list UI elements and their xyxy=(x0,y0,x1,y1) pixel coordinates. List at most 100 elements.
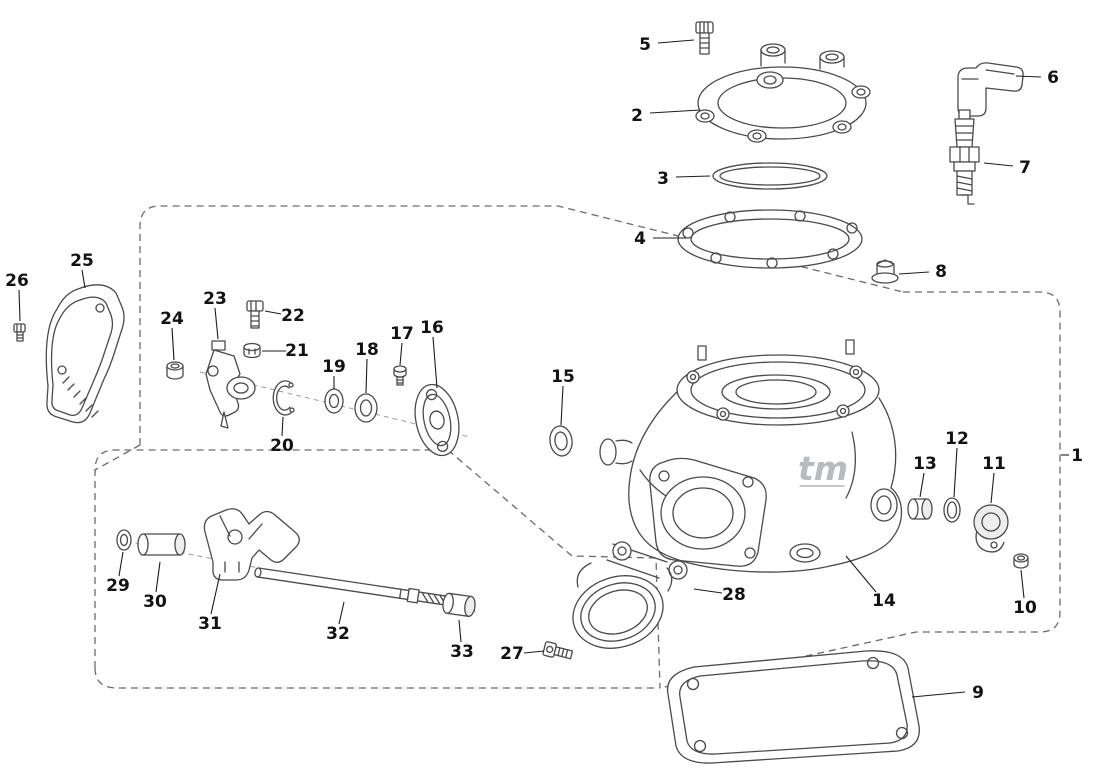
part-label-5: 5 xyxy=(639,35,695,55)
part-label-32: 32 xyxy=(326,601,350,644)
part-24-nut xyxy=(166,361,184,380)
part-number-5: 5 xyxy=(639,35,651,55)
part-number-2: 2 xyxy=(631,106,643,126)
part-label-23: 23 xyxy=(203,289,227,340)
leader-line-23 xyxy=(214,307,219,340)
part-5-bolt xyxy=(695,21,714,55)
part-9-base-gasket xyxy=(666,650,920,764)
part-label-6: 6 xyxy=(1015,68,1059,88)
part-22-bolt xyxy=(246,300,264,329)
part-label-15: 15 xyxy=(551,367,575,426)
part-20-circlip xyxy=(272,380,295,416)
part-label-28: 28 xyxy=(693,585,746,605)
part-31-valve-bracket xyxy=(203,508,300,581)
part-label-3: 3 xyxy=(657,169,711,189)
part-14-cylinder: tm xyxy=(599,339,903,582)
part-label-1: 1 xyxy=(1061,446,1083,466)
part-label-17: 17 xyxy=(390,324,414,366)
part-number-31: 31 xyxy=(198,614,222,634)
part-label-2: 2 xyxy=(631,106,701,126)
part-8-flange-nut xyxy=(871,259,899,284)
part-label-25: 25 xyxy=(70,251,94,289)
part-label-22: 22 xyxy=(264,306,305,326)
part-number-28: 28 xyxy=(722,585,746,605)
part-label-9: 9 xyxy=(911,683,984,703)
part-number-15: 15 xyxy=(551,367,575,387)
part-27-bolt xyxy=(542,641,574,660)
part-23-valve-lever xyxy=(205,340,256,429)
part-label-26: 26 xyxy=(5,271,29,322)
part-28-exhaust-flange xyxy=(572,541,688,649)
part-17-screw xyxy=(393,365,407,386)
part-25-side-cover xyxy=(45,284,125,424)
part-4-head-gasket xyxy=(677,209,863,269)
part-21-nut xyxy=(243,342,261,359)
leader-line-30 xyxy=(155,561,161,593)
part-32-shaft xyxy=(254,567,450,606)
leader-line-9 xyxy=(911,691,966,698)
part-number-23: 23 xyxy=(203,289,227,309)
part-number-25: 25 xyxy=(70,251,94,271)
part-26-bolt xyxy=(13,323,26,342)
leader-line-5 xyxy=(657,39,695,44)
part-number-10: 10 xyxy=(1013,598,1037,618)
part-number-3: 3 xyxy=(657,169,669,189)
part-number-21: 21 xyxy=(285,341,309,361)
part-15-seal-ring xyxy=(549,425,573,457)
part-number-30: 30 xyxy=(143,592,167,612)
part-2-head-cover xyxy=(695,43,871,143)
part-number-32: 32 xyxy=(326,624,350,644)
part-label-14: 14 xyxy=(845,555,896,611)
part-label-12: 12 xyxy=(945,429,969,498)
leader-line-7 xyxy=(983,162,1014,167)
part-number-13: 13 xyxy=(913,454,937,474)
part-number-14: 14 xyxy=(872,591,896,611)
part-label-29: 29 xyxy=(106,551,130,596)
part-7-spark-plug xyxy=(949,109,980,205)
leader-line-11 xyxy=(990,472,995,504)
labels-layer: 1234567891011121314151617181920212223242… xyxy=(5,35,1083,703)
part-label-18: 18 xyxy=(355,340,379,394)
part-number-18: 18 xyxy=(355,340,379,360)
part-18-seal-washer xyxy=(354,393,378,423)
part-number-8: 8 xyxy=(935,262,947,282)
part-label-21: 21 xyxy=(262,341,309,361)
part-number-24: 24 xyxy=(160,309,184,329)
part-number-17: 17 xyxy=(390,324,414,344)
part-13-bushing xyxy=(907,498,933,520)
part-16-valve-cover-plate xyxy=(414,383,460,457)
leader-line-22 xyxy=(264,310,282,315)
part-19-washer xyxy=(324,388,344,414)
part-label-27: 27 xyxy=(500,644,545,664)
part-label-13: 13 xyxy=(913,454,937,498)
part-label-20: 20 xyxy=(270,416,294,456)
part-3-o-ring xyxy=(712,162,828,190)
part-label-24: 24 xyxy=(160,309,184,361)
leader-line-13 xyxy=(919,472,925,498)
part-number-26: 26 xyxy=(5,271,29,291)
leader-line-8 xyxy=(898,271,930,275)
leader-line-14 xyxy=(845,555,877,593)
part-11-valve-cover xyxy=(973,504,1009,553)
leader-line-15 xyxy=(560,385,564,426)
part-29-washer xyxy=(116,529,132,551)
part-number-7: 7 xyxy=(1019,158,1031,178)
leader-line-10 xyxy=(1020,569,1025,599)
leader-line-26 xyxy=(18,289,21,322)
part-number-4: 4 xyxy=(634,229,646,249)
leader-line-16 xyxy=(432,336,438,389)
part-number-9: 9 xyxy=(972,683,984,703)
leader-line-27 xyxy=(523,650,545,654)
part-label-8: 8 xyxy=(898,262,947,282)
leader-line-2 xyxy=(649,109,701,114)
leader-line-17 xyxy=(399,342,403,366)
part-label-33: 33 xyxy=(450,619,474,662)
part-6-spark-plug-cap xyxy=(957,62,1024,117)
part-label-16: 16 xyxy=(420,318,444,389)
part-label-11: 11 xyxy=(982,454,1006,504)
part-number-16: 16 xyxy=(420,318,444,338)
part-label-19: 19 xyxy=(322,357,346,389)
leader-line-3 xyxy=(675,175,711,178)
part-number-1: 1 xyxy=(1071,446,1083,466)
